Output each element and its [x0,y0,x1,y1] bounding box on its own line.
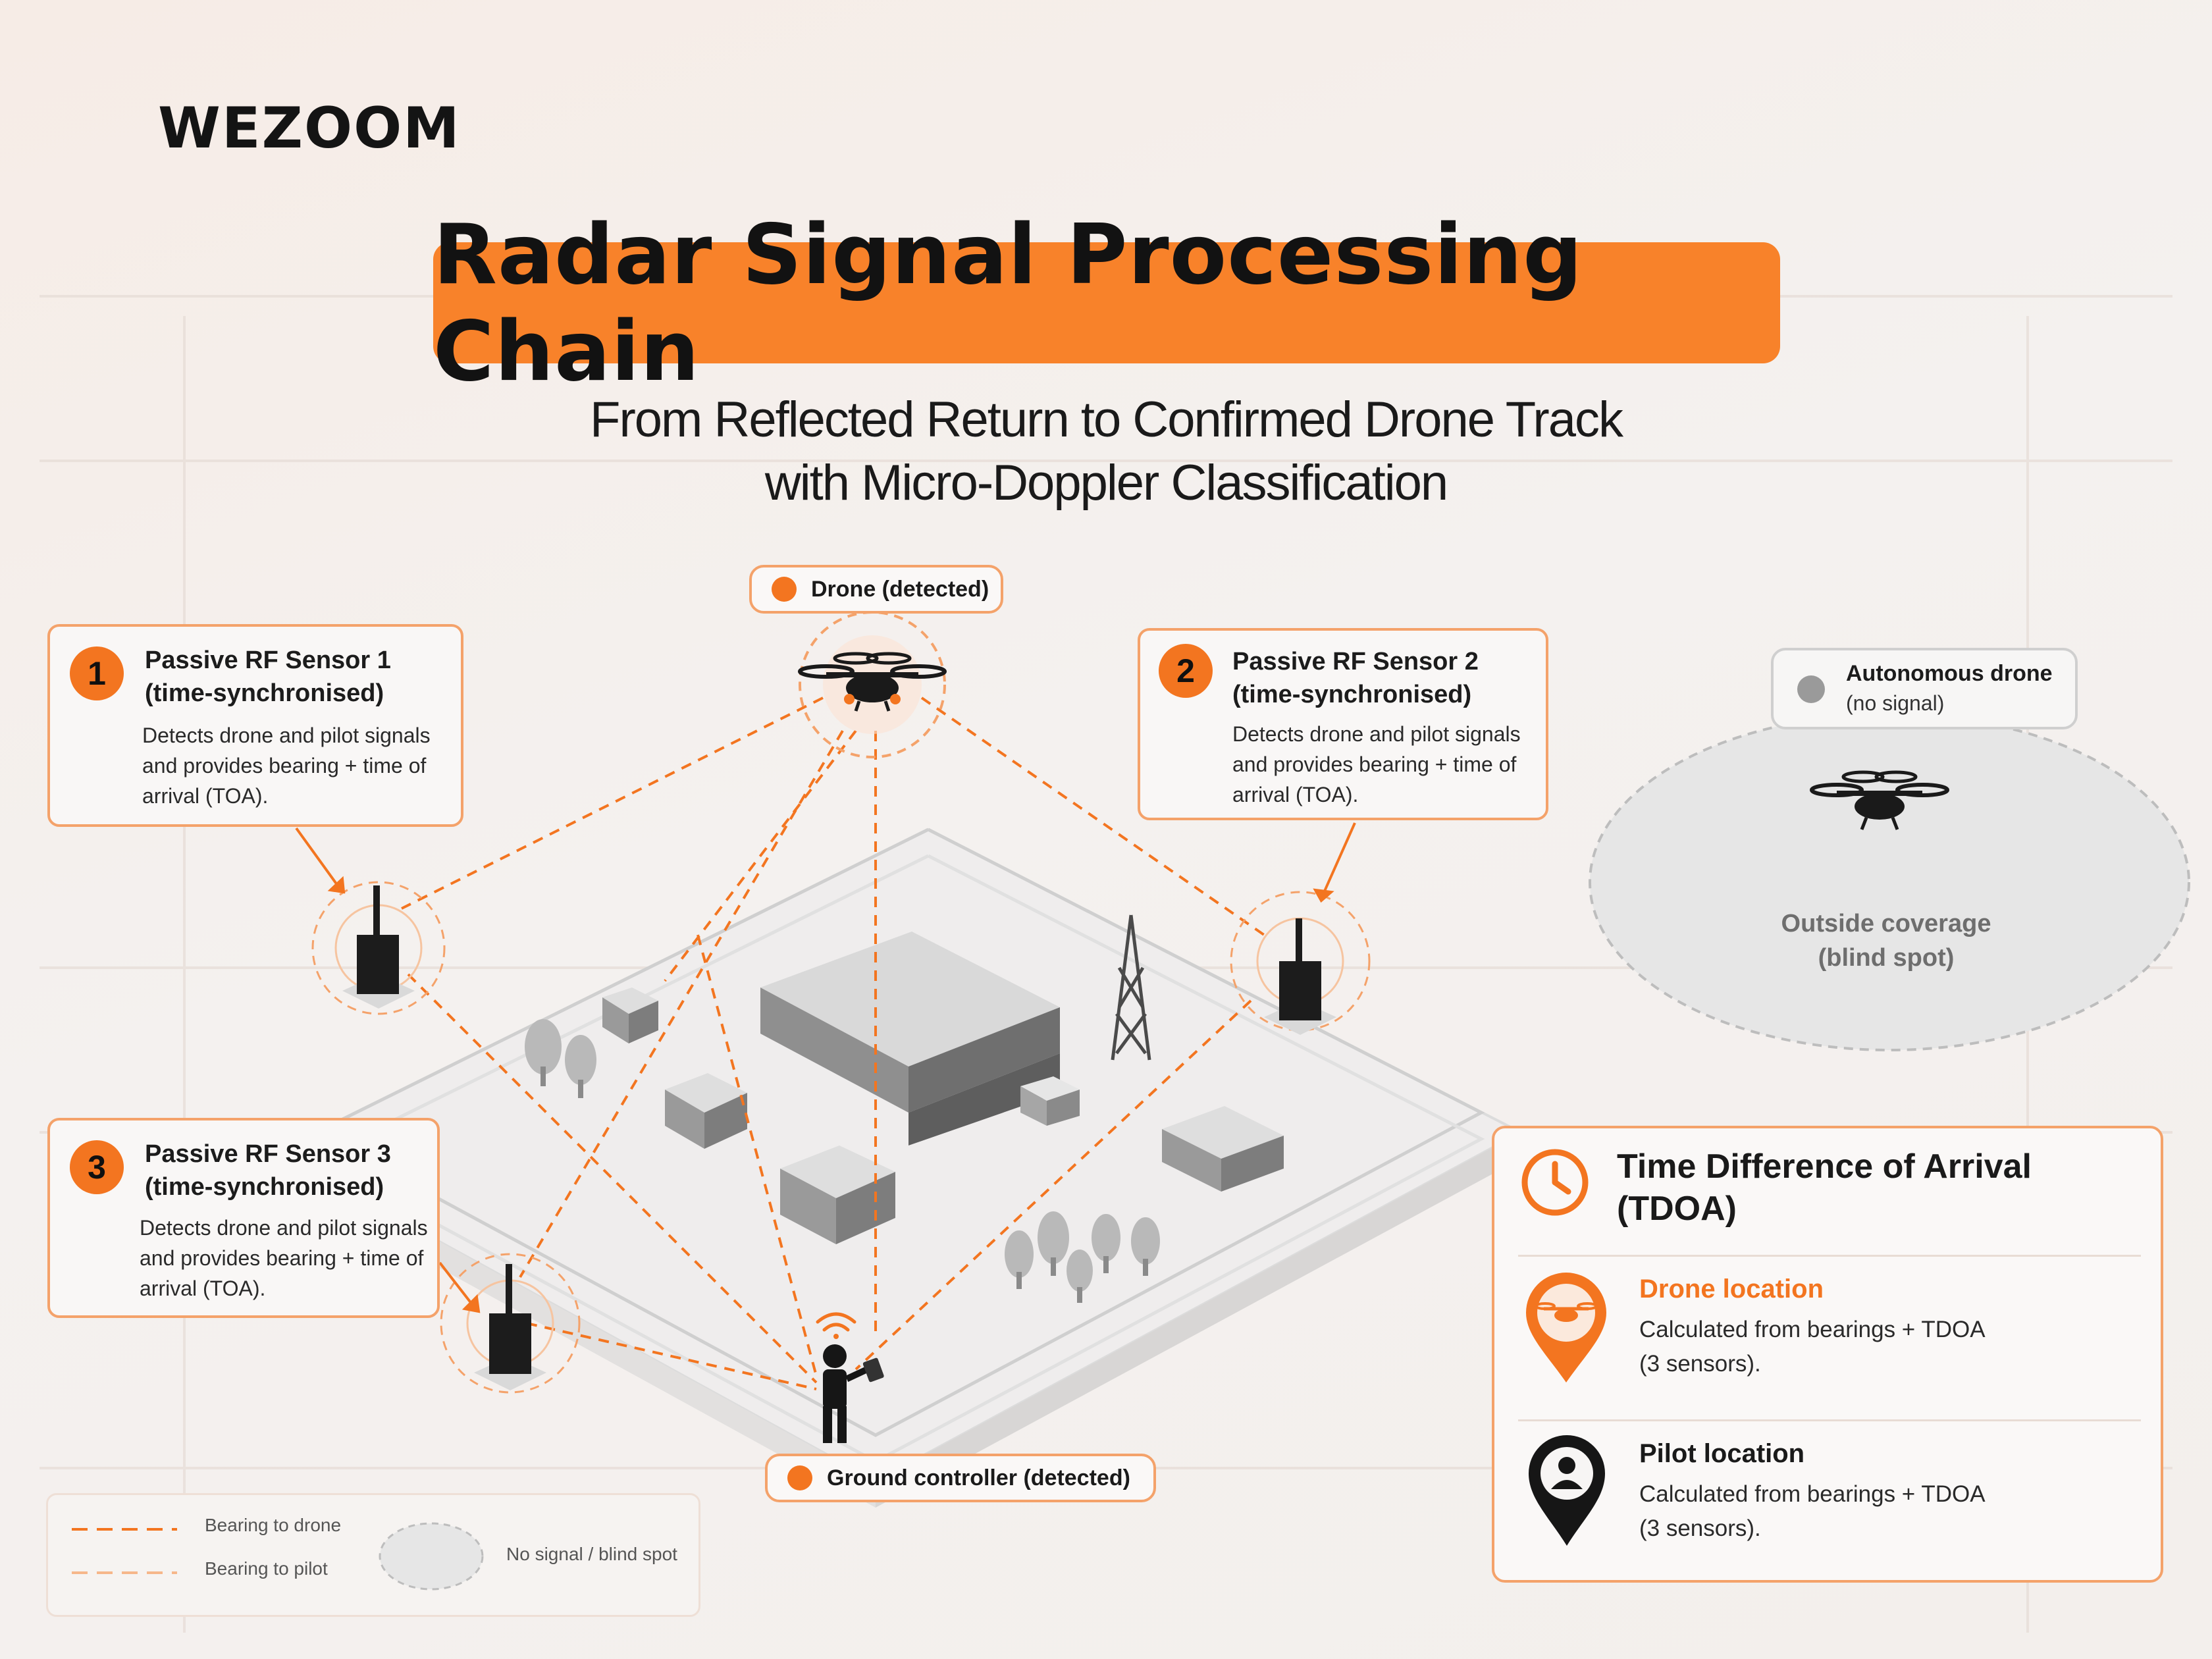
status-dot [787,1465,812,1490]
wifi-icon [816,1312,856,1339]
autonomous-drone-status: (no signal) [1846,691,1945,715]
subtitle-line-2: with Micro-Doppler Classification [764,455,1448,511]
ground-controller-label: Ground controller (detected) [827,1465,1130,1490]
drone-pin-icon [1526,1273,1606,1382]
blind-spot-label: (blind spot) [1818,944,1955,972]
legend-bearing-drone: Bearing to drone [205,1515,342,1535]
sensor-title: Passive RF Sensor 1 (time-synchronised) [145,644,391,710]
sensor-tower-icon [342,885,415,1009]
sensor-title-line-1: Passive RF Sensor 2 [1232,648,1479,675]
sensor-title: Passive RF Sensor 2 (time-synchronised) [1232,645,1479,711]
sensor-number-badge: 3 [70,1140,124,1194]
autonomous-drone-box: Autonomous drone (no signal) [1771,648,2078,729]
legend-blind-spot-swatch [379,1522,484,1591]
legend: Bearing to drone Bearing to pilot No sig… [46,1493,700,1617]
pilot-location-title: Pilot location [1639,1439,1805,1468]
drone-location-desc-line-2: (3 sensors). [1639,1351,1761,1377]
tdoa-title-line-2: (TDOA) [1617,1190,1737,1228]
sensor-description: Detects drone and pilot signals and prov… [142,720,431,811]
sensor-title-line-1: Passive RF Sensor 1 [145,646,391,674]
legend-no-signal: No signal / blind spot [506,1544,677,1564]
sensor-desc-line-2: and provides bearing + time of [142,754,427,777]
sensor-desc-line-3: arrival (TOA). [1232,783,1359,806]
legend-pilot-line [72,1571,177,1574]
sensor-desc-line-1: Detects drone and pilot signals [142,724,431,747]
clock-icon [1521,1149,1589,1216]
sensor-title: Passive RF Sensor 3 (time-synchronised) [145,1138,391,1203]
radio-tower-icon [1111,914,1151,1061]
sensor-desc-line-3: arrival (TOA). [142,784,269,808]
bearing-lines [401,697,1265,1390]
person-tablet-icon [823,1344,884,1443]
sensor-title-line-1: Passive RF Sensor 3 [145,1140,391,1168]
sensor-desc-line-3: arrival (TOA). [140,1277,266,1300]
legend-drone-line [72,1528,177,1531]
sensor-desc-line-2: and provides bearing + time of [140,1246,424,1270]
drone-location-desc: Calculated from bearings + TDOA (3 senso… [1639,1313,1986,1381]
tdoa-panel: Time Difference of Arrival (TDOA) Drone … [1492,1126,2163,1583]
sensor-number-badge: 1 [70,646,124,700]
drone-icon [798,652,947,712]
title-banner: Radar Signal Processing Chain [433,206,1780,400]
wezoom-logo: WEZOOM [158,95,461,161]
pilot-pin-icon [1529,1435,1605,1546]
status-dot [772,577,797,602]
autonomous-drone-title: Autonomous drone [1846,661,2053,686]
page-title: Radar Signal Processing Chain [433,206,1583,400]
sensor-title-line-2: (time-synchronised) [145,1173,384,1201]
sensor-title-line-2: (time-synchronised) [1232,681,1472,708]
blind-spot-area [1589,713,2190,1051]
callout-arrows [295,822,1356,1313]
ground-platform [273,828,1524,1508]
outside-coverage-label: Outside coverage [1781,910,1991,937]
trees [525,1019,1160,1303]
ground-controller-pill: Ground controller (detected) [765,1454,1156,1502]
drone-icon [1810,770,1949,830]
tdoa-title: Time Difference of Arrival (TDOA) [1617,1146,2032,1230]
pilot-location-desc: Calculated from bearings + TDOA (3 senso… [1639,1477,1986,1546]
sensor-title-line-2: (time-synchronised) [145,679,384,707]
sensor-tower-icon [1264,918,1336,1035]
divider [1518,1419,2141,1421]
sensor-card-3: 3 Passive RF Sensor 3 (time-synchronised… [47,1118,440,1318]
sensor-desc-line-1: Detects drone and pilot signals [1232,722,1521,746]
sensor-description: Detects drone and pilot signals and prov… [140,1213,428,1304]
sensor-number-badge: 2 [1159,644,1213,698]
sensor-desc-line-1: Detects drone and pilot signals [140,1216,428,1240]
drone-location-desc-line-1: Calculated from bearings + TDOA [1639,1317,1986,1342]
small-buildings [602,988,1284,1244]
page-subtitle: From Reflected Return to Confirmed Drone… [395,388,1817,515]
sensor-card-2: 2 Passive RF Sensor 2 (time-synchronised… [1138,628,1548,820]
no-signal-dot [1797,675,1825,703]
tdoa-title-line-1: Time Difference of Arrival [1617,1147,2032,1186]
sensor-tower-icon [474,1264,546,1390]
drone-detected-label: Drone (detected) [811,576,989,602]
sensor-description: Detects drone and pilot signals and prov… [1232,719,1521,810]
legend-bearing-pilot: Bearing to pilot [205,1558,328,1579]
sensor-card-1: 1 Passive RF Sensor 1 (time-synchronised… [47,624,463,827]
drone-location-title: Drone location [1639,1275,1824,1304]
pilot-location-desc-line-2: (3 sensors). [1639,1515,1761,1541]
pilot-location-desc-line-1: Calculated from bearings + TDOA [1639,1481,1986,1507]
divider [1518,1255,2141,1257]
sensor-desc-line-2: and provides bearing + time of [1232,752,1517,776]
main-building [760,932,1060,1146]
subtitle-line-1: From Reflected Return to Confirmed Drone… [590,392,1623,448]
drone-detected-pill: Drone (detected) [749,565,1003,614]
